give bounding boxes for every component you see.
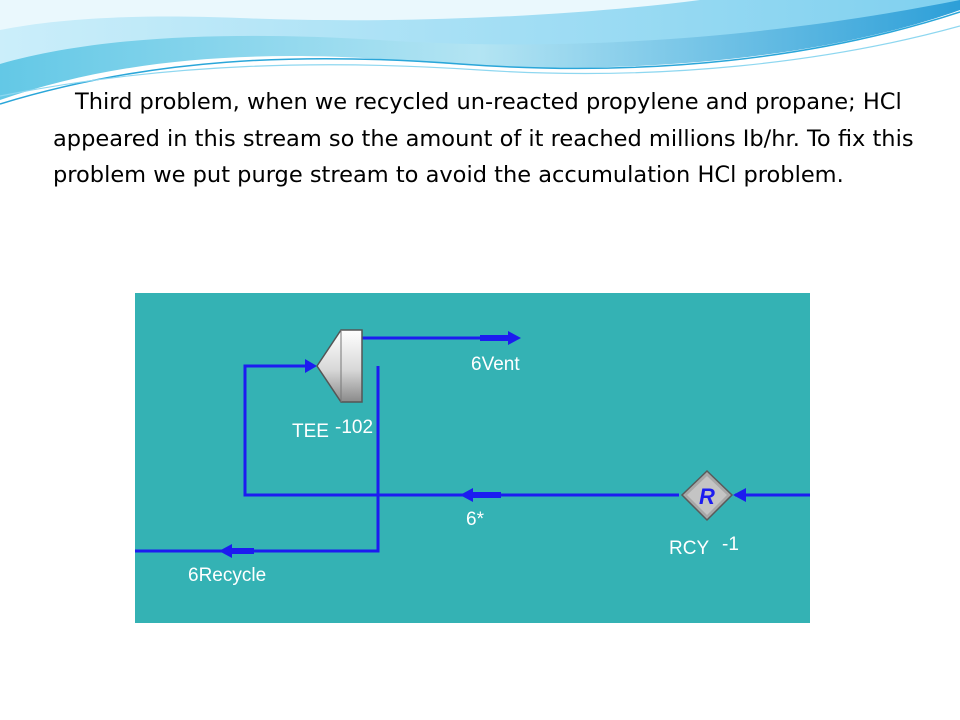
tee-inlet-arrow [305, 359, 317, 373]
tee-102-unit[interactable]: TEE -102 [292, 329, 373, 442]
tee-label-a: TEE [292, 421, 329, 442]
diagram-background [135, 293, 810, 623]
recycle-arrow [460, 488, 473, 502]
recycle-out-arrow-shaft [230, 548, 254, 554]
body-paragraph: Third problem, when we recycled un-react… [53, 89, 914, 188]
rcy-label-a: RCY [669, 538, 709, 559]
tee-label-b: -102 [335, 417, 373, 438]
header-wave-top [0, 0, 700, 30]
stream-arrows [219, 331, 746, 558]
recycle-arrow-shaft [471, 492, 501, 498]
rcy-label-b: -1 [722, 534, 739, 555]
rcy-1-unit[interactable]: R RCY -1 [669, 469, 739, 559]
recycle-out-arrow [219, 544, 232, 558]
feed-arrow [733, 488, 746, 502]
vent-stream-label: 6Vent [471, 354, 520, 375]
vent-arrow-shaft [480, 335, 510, 341]
slide-header-waves [0, 0, 960, 105]
header-wave-line-2 [0, 25, 960, 97]
tee-splitter-icon [316, 329, 363, 403]
process-flow-diagram: TEE -102 R RCY -1 6Vent 6* 6Recycle [135, 293, 810, 623]
recycle-symbol: R [699, 484, 715, 509]
vent-arrow [508, 331, 521, 345]
recycle-stream-label: 6* [466, 509, 485, 530]
recycle-out-label: 6Recycle [188, 565, 266, 586]
header-wave-line-1 [0, 11, 960, 105]
